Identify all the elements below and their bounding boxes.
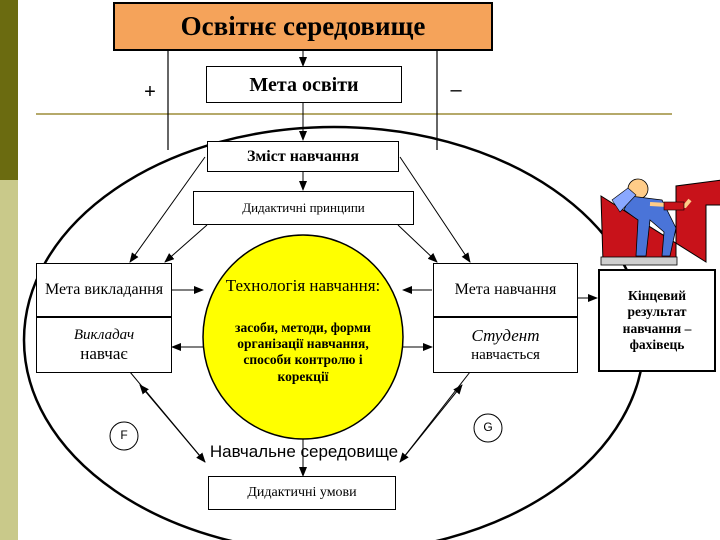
conditions-box: Дидактичні умови: [208, 476, 396, 510]
technology-body: засоби, методи, форми організації навчан…: [235, 320, 371, 384]
point-f-label: F: [120, 428, 128, 442]
goal-education-text: Мета освіти: [249, 73, 359, 96]
technology-title: Технологія навчання:: [225, 276, 381, 295]
sidebar-stripe-dark: [0, 0, 18, 180]
point-g-label: G: [483, 420, 493, 434]
teaching-goal-text: Мета викладання: [44, 281, 164, 299]
teacher-text: Викладач: [73, 326, 135, 343]
title-box: Освітнє середовище: [113, 2, 493, 51]
learning-goal-box: Мета навчання: [433, 263, 578, 317]
teaching-goal-box: Мета викладання: [36, 263, 172, 317]
learning-goal-text: Мета навчання: [454, 281, 557, 299]
point-g-circle: [473, 413, 503, 443]
title-text: Освітнє середовище: [180, 11, 426, 42]
final-result-box: Кінцевий результат навчання – фахівець: [598, 269, 716, 372]
conditions-text: Дидактичні умови: [247, 484, 357, 500]
content-text: Зміст навчання: [246, 147, 360, 165]
teacher-box: Викладач навчає: [36, 317, 172, 373]
student-box: Студент навчається: [433, 317, 578, 373]
teaches-text: навчає: [80, 343, 128, 363]
student-text: Студент: [471, 325, 540, 345]
learning-environment-label: Навчальне середовище: [209, 442, 399, 461]
point-f-circle: [109, 421, 139, 451]
final-result-text: Кінцевий результат навчання – фахівець: [622, 288, 692, 352]
sidebar-stripe-light: [0, 180, 18, 540]
learns-text: навчається: [471, 347, 540, 364]
minus-sign: –: [450, 79, 462, 101]
content-box: Зміст навчання: [207, 141, 399, 172]
goal-education-box: Мета освіти: [206, 66, 402, 103]
principles-box: Дидактичні принципи: [193, 191, 414, 225]
person-pushing-arrow-icon: [600, 178, 720, 266]
plus-sign: +: [144, 81, 156, 103]
principles-text: Дидактичні принципи: [242, 200, 365, 216]
